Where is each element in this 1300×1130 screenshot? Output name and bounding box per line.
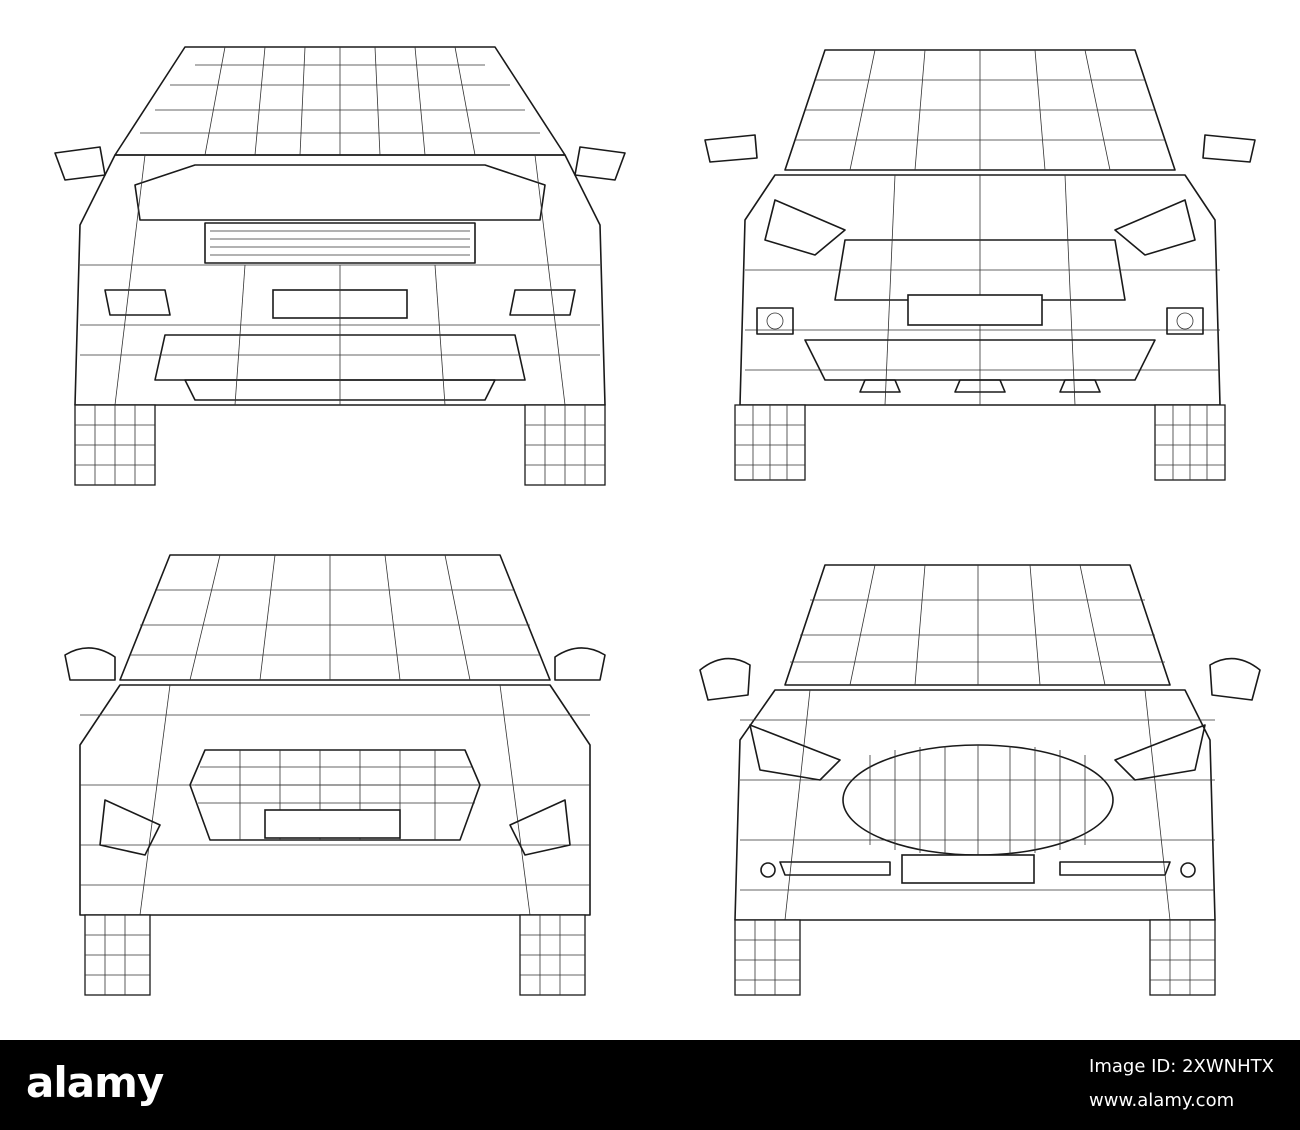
site-url: www.alamy.com (1089, 1090, 1235, 1111)
car-wireframe-top-right (695, 40, 1265, 490)
brand-wordmark: alamy (26, 1058, 164, 1107)
stock-footer-bar: alamy Image ID: 2XWNHTX www.alamy.com (0, 1040, 1300, 1130)
car-wireframe-bottom-left (60, 545, 620, 1005)
car-wireframe-bottom-right (690, 550, 1270, 1000)
image-id-label: Image ID: 2XWNHTX (1089, 1056, 1274, 1077)
alamy-logo: alamy (26, 1058, 164, 1107)
wireframe-canvas (45, 35, 1270, 1005)
car-wireframe-top-left (45, 35, 635, 495)
image-info: Image ID: 2XWNHTX www.alamy.com (1089, 1050, 1274, 1118)
